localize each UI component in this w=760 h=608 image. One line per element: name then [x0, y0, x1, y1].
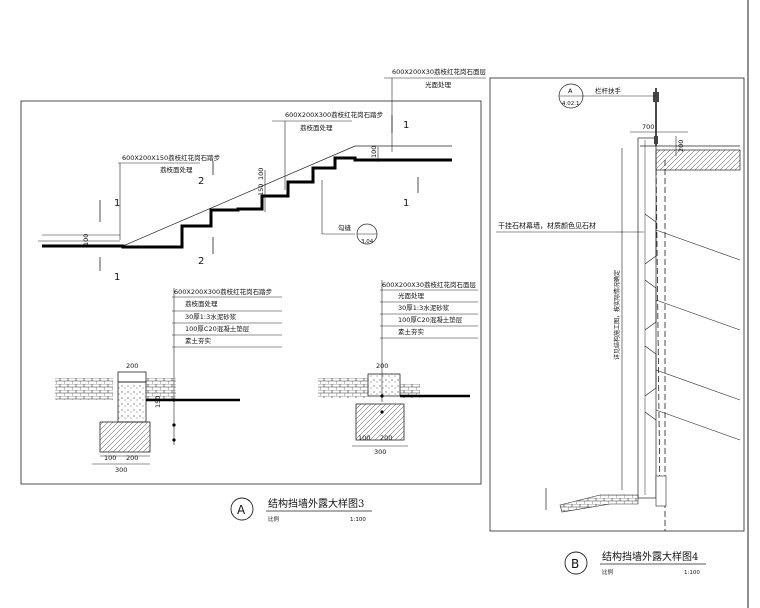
- stair-left-note-2: 荔枝面处理: [160, 165, 193, 174]
- panel-b: A 4.02.1 栏杆扶手 700 200 干挂石材幕墙，材质颜色见石材 详见结…: [489, 77, 745, 576]
- panel-b-scale: 1:100: [684, 570, 700, 576]
- stair-riser-note-2: 荔枝面处理: [300, 123, 333, 132]
- railing-ref-top: A: [568, 87, 573, 95]
- right-dim-bottom-a: 100: [358, 434, 370, 442]
- left-dim-bottom-b: 200: [126, 454, 138, 462]
- right-dim-total: 300: [374, 448, 386, 456]
- panel-a-scale: 1:100: [350, 517, 366, 523]
- dim-100-left: 100: [82, 234, 90, 246]
- right-section-detail: 600X200X30荔枝红花岗石面层 光面处理 30厚1:3水泥砂浆 100厚C…: [318, 280, 478, 456]
- left-layer-4: 100厚C20混凝土垫层: [185, 324, 250, 333]
- section-mark-1a: 1: [114, 198, 120, 209]
- section-mark-2a: 2: [198, 176, 204, 187]
- bubble-a: [230, 497, 254, 521]
- wall-note: 干挂石材幕墙，材质颜色见石材: [498, 221, 596, 230]
- callout-note: 勾缝: [338, 223, 352, 232]
- stair-profile: [42, 156, 452, 249]
- panel-a-subtitle: 比例: [268, 515, 280, 523]
- right-layer-3: 30厚1:3水泥砂浆: [398, 303, 450, 312]
- bubble-a-label: A: [237, 503, 246, 517]
- left-dim-side: 150: [154, 396, 162, 408]
- dim-100-top: 100: [370, 146, 378, 158]
- panel-a-title: 结构挡墙外露大样图3: [268, 497, 364, 510]
- panel-a-frame: [20, 100, 482, 485]
- stair-top-note-1: 600X200X30荔枝红花岗石面层: [392, 67, 486, 76]
- dim-100-mid: 100: [257, 168, 265, 180]
- right-layer-1: 600X200X30荔枝红花岗石面层: [382, 280, 476, 289]
- right-layer-4: 100厚C20混凝土垫层: [398, 315, 463, 324]
- left-layer-3: 30厚1:3水泥砂浆: [185, 312, 237, 321]
- bubble-b: [564, 551, 588, 575]
- stair-riser-note-1: 600X200X300荔枝红花岗石踏步: [285, 110, 384, 119]
- section-mark-1c: 1: [403, 120, 409, 131]
- left-dim-total: 300: [115, 466, 127, 474]
- railing-note: 栏杆扶手: [595, 86, 622, 95]
- callout-ref: 3.04: [361, 239, 374, 245]
- dim-150: 150: [257, 184, 265, 196]
- left-layer-1: 600X200X300荔枝红花岗石踏步: [174, 287, 273, 296]
- right-dim-bottom-b: 200: [380, 434, 392, 442]
- left-layer-2: 荔枝面处理: [185, 299, 218, 308]
- section-mark-1b: 1: [114, 272, 120, 283]
- left-dim-top: 200: [126, 362, 138, 370]
- stair-outline: [122, 145, 452, 247]
- right-layer-2: 光面处理: [398, 291, 425, 300]
- stair-top-note-2: 光面处理: [425, 80, 452, 89]
- right-layer-5: 素土夯实: [398, 327, 425, 336]
- panel-a: 1 1 1 1 2 2 600X200X150荔枝红花岗石踏步 荔枝面处理 60…: [20, 67, 486, 523]
- railing-ref-bottom: 4.02.1: [562, 101, 580, 107]
- bubble-b-label: B: [571, 557, 579, 571]
- left-dim-bottom-a: 100: [104, 454, 116, 462]
- panel-b-subtitle: 比例: [602, 568, 614, 576]
- vertical-note: 详见结构施工图，按实际情况确定: [613, 270, 621, 360]
- dim-700: 700: [642, 123, 654, 131]
- panel-b-frame: [489, 77, 745, 532]
- panel-b-title: 结构挡墙外露大样图4: [602, 550, 698, 563]
- section-mark-1d: 1: [403, 198, 409, 209]
- section-mark-2b: 2: [198, 256, 204, 267]
- left-layer-5: 素土夯实: [185, 336, 212, 345]
- stair-left-note-1: 600X200X150荔枝红花岗石踏步: [122, 153, 221, 162]
- right-dim-top: 200: [376, 362, 388, 370]
- left-section-detail: 600X200X300荔枝红花岗石踏步 荔枝面处理 30厚1:3水泥砂浆 100…: [55, 287, 282, 474]
